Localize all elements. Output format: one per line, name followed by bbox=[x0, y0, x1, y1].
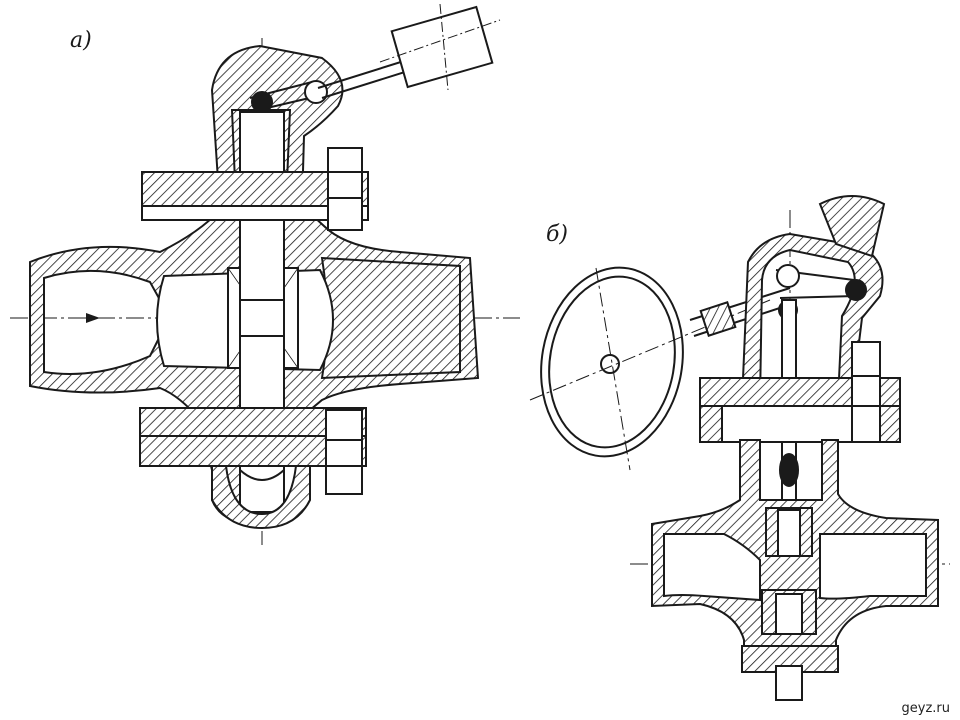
valve-b bbox=[529, 195, 950, 701]
figure-label-a: а) bbox=[70, 28, 92, 53]
pivot-b bbox=[845, 279, 867, 301]
lower-cavity-b bbox=[663, 533, 927, 602]
pointer-plate-b bbox=[818, 195, 886, 258]
figure-label-b: б) bbox=[546, 222, 569, 247]
watermark-text: geyz.ru bbox=[901, 701, 950, 716]
valve-a bbox=[10, 3, 520, 545]
bottom-cap-a bbox=[211, 465, 311, 530]
bottom-bolt-b bbox=[775, 665, 803, 701]
bolt-upper-a bbox=[327, 147, 363, 231]
flow-arrow-a bbox=[86, 313, 100, 323]
pivot-a bbox=[304, 80, 328, 104]
bolt-b bbox=[851, 341, 881, 443]
bolt-lower-a bbox=[325, 409, 363, 495]
actuator-box-a bbox=[390, 5, 494, 89]
